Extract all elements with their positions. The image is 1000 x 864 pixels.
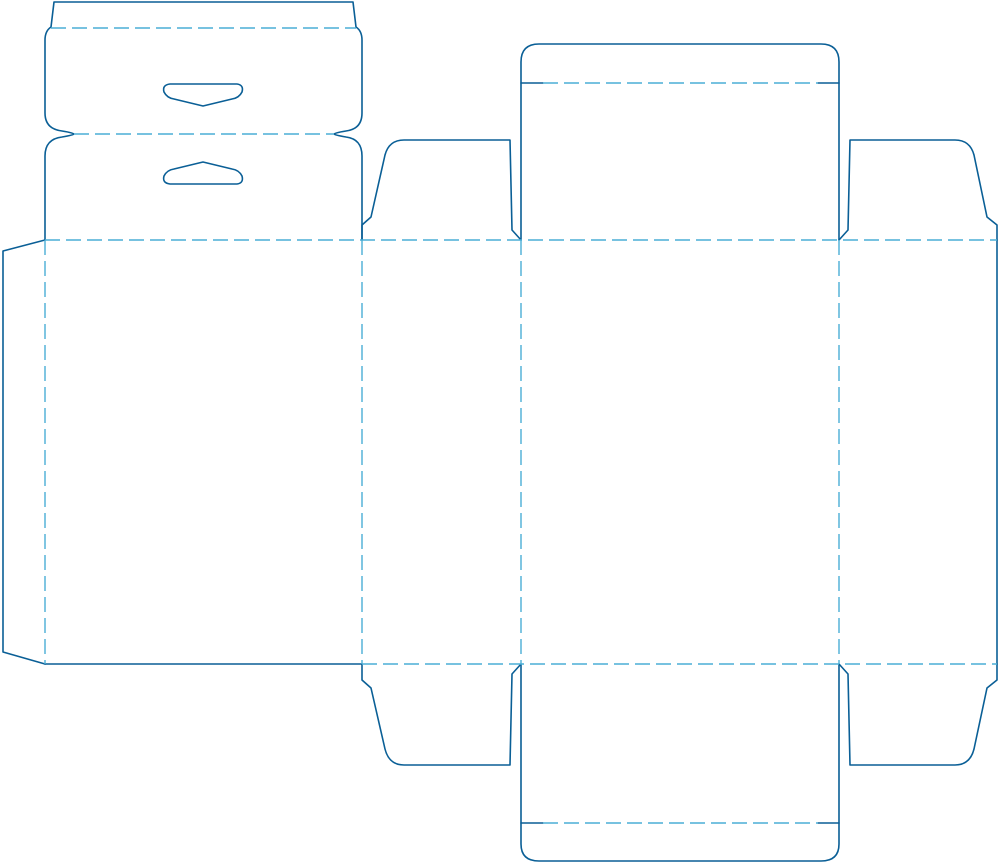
fold-lines xyxy=(44,27,997,824)
bottom-dust-flap-left xyxy=(361,663,522,766)
top-dust-flap-right xyxy=(838,139,998,241)
bottom-lid-outline xyxy=(520,663,840,862)
top-lid-outline xyxy=(520,43,840,241)
hang-hole-upper xyxy=(162,83,244,107)
hang-hole-lower xyxy=(162,161,244,185)
top-dust-flap-left xyxy=(361,139,522,241)
left-panel-and-hang-tab-outline xyxy=(2,1,363,665)
bottom-dust-flap-right xyxy=(838,663,998,766)
